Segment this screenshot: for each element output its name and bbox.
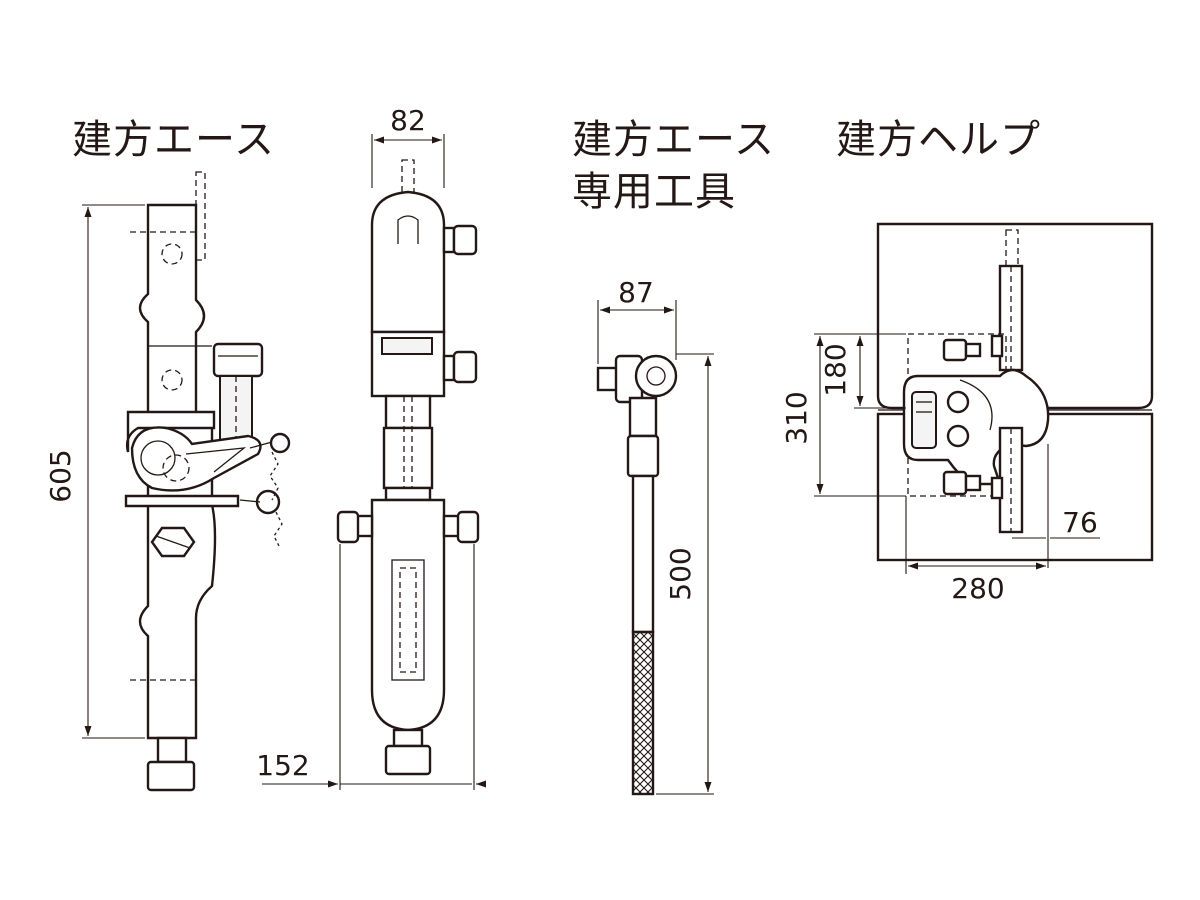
dim-82: 82 [371,104,445,188]
title-special-tool-line2: 専用工具 [572,169,736,215]
dim-605: 605 [44,204,145,739]
ace-side-view [124,171,291,792]
dim-label-152: 152 [256,749,309,782]
special-tool-wrench [596,354,678,796]
dim-label-82: 82 [390,104,426,137]
dim-label-180: 180 [819,343,852,396]
dim-label-310: 310 [780,391,813,444]
title-tatekata-ace: 建方エース [72,117,275,163]
dim-label-76: 76 [1062,506,1098,539]
title-special-tool-line1: 建方エース [572,117,775,163]
dim-label-605: 605 [44,449,77,502]
dim-500: 500 [656,353,714,795]
dim-76: 76 [1012,444,1100,568]
dim-310: 310 [780,333,906,497]
dim-label-500: 500 [664,547,697,600]
dim-87: 87 [597,276,677,364]
dim-152: 152 [256,544,486,790]
tatekata-help-view [876,222,1154,562]
ace-front-view [336,159,480,776]
title-tatekata-help: 建方ヘルプ [836,117,1041,163]
dim-label-87: 87 [618,276,654,309]
dim-label-280: 280 [951,572,1004,605]
dim-280: 280 [905,496,1046,605]
dim-180: 180 [819,336,906,409]
